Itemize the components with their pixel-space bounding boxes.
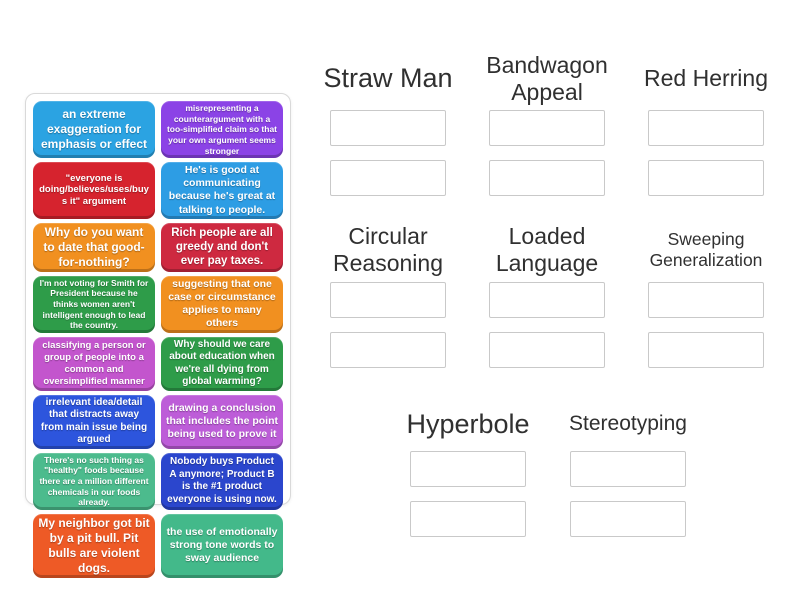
slot-list [330, 110, 446, 196]
drop-slot[interactable] [489, 160, 605, 196]
drop-slot[interactable] [410, 451, 526, 487]
drop-slot[interactable] [648, 160, 764, 196]
group-label: Bandwagon Appeal [486, 51, 608, 105]
draggable-card[interactable]: Nobody buys Product A anymore; Product B… [161, 452, 283, 510]
slot-list [489, 282, 605, 368]
draggable-card[interactable]: irrelevant idea/detail that distracts aw… [33, 394, 155, 449]
slot-list [648, 282, 764, 368]
group-label: Straw Man [323, 63, 453, 94]
slot-list [648, 110, 764, 196]
draggable-card[interactable]: Why do you want to date that good-for-no… [33, 222, 155, 272]
group-label: Hyperbole [406, 408, 530, 439]
draggable-card[interactable]: Why should we care about education when … [161, 336, 283, 391]
draggable-card[interactable]: "everyone is doing/believes/uses/buys it… [33, 162, 155, 219]
slot-list [570, 451, 686, 537]
draggable-card[interactable]: suggesting that one case or circumstance… [161, 275, 283, 333]
drop-slot[interactable] [330, 282, 446, 318]
draggable-card[interactable]: He's is good at communicating because he… [161, 162, 283, 219]
category-group-circular-reasoning: Circular Reasoning [308, 218, 468, 368]
drop-slot[interactable] [648, 282, 764, 318]
draggable-card[interactable]: There's no such thing as "healthy" foods… [33, 452, 155, 510]
group-label: Loaded Language [495, 222, 599, 276]
group-label: Stereotyping [569, 412, 687, 436]
drop-slot[interactable] [330, 110, 446, 146]
draggable-card[interactable]: an extreme exaggeration for emphasis or … [33, 101, 155, 159]
drop-slot[interactable] [570, 451, 686, 487]
draggable-card[interactable]: classifying a person or group of people … [33, 336, 155, 391]
draggable-card[interactable]: I'm not voting for Smith for President b… [33, 275, 155, 333]
group-label: Circular Reasoning [333, 222, 443, 276]
drop-slot[interactable] [489, 332, 605, 368]
category-group-straw-man: Straw Man [308, 48, 468, 196]
draggable-card[interactable]: misrepresenting a counterargument with a… [161, 101, 283, 159]
drop-slot[interactable] [330, 160, 446, 196]
drop-slot[interactable] [330, 332, 446, 368]
draggable-card[interactable]: the use of emotionally strong tone words… [161, 513, 283, 578]
slot-list [410, 451, 526, 537]
slot-list [489, 110, 605, 196]
group-label: Sweeping Generalization [649, 229, 763, 270]
category-group-stereotyping: Stereotyping [548, 398, 708, 537]
draggable-card[interactable]: Rich people are all greedy and don't eve… [161, 222, 283, 272]
slot-list [330, 282, 446, 368]
category-group-bandwagon-appeal: Bandwagon Appeal [467, 48, 627, 196]
draggable-card[interactable]: My neighbor got bit by a pit bull. Pit b… [33, 513, 155, 578]
category-group-hyperbole: Hyperbole [388, 398, 548, 537]
drop-slot[interactable] [410, 501, 526, 537]
category-group-loaded-language: Loaded Language [467, 218, 627, 368]
category-group-red-herring: Red Herring [626, 48, 786, 196]
draggable-card[interactable]: drawing a conclusion that includes the p… [161, 394, 283, 449]
group-label: Red Herring [644, 65, 768, 92]
card-panel: an extreme exaggeration for emphasis or … [25, 93, 291, 578]
drop-slot[interactable] [648, 110, 764, 146]
category-group-sweeping-generalization: Sweeping Generalization [626, 218, 786, 368]
drop-slot[interactable] [489, 110, 605, 146]
drop-slot[interactable] [570, 501, 686, 537]
drop-slot[interactable] [489, 282, 605, 318]
drop-slot[interactable] [648, 332, 764, 368]
